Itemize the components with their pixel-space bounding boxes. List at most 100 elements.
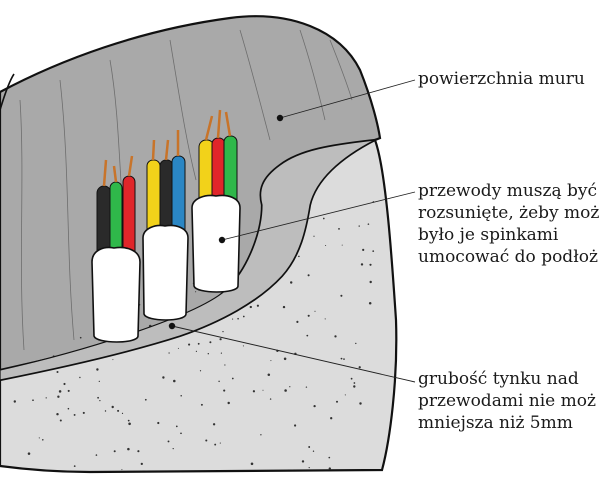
speckle bbox=[298, 255, 300, 258]
speckle bbox=[67, 389, 70, 392]
plaster-note-line-1: grubość tynku nad bbox=[418, 369, 579, 389]
speckle bbox=[56, 370, 59, 374]
speckle bbox=[313, 404, 316, 408]
speckle bbox=[42, 439, 44, 441]
speckle bbox=[99, 399, 101, 402]
plaster-note-line-3: mniejsza niż 5mm bbox=[418, 413, 573, 433]
speckle bbox=[289, 281, 293, 284]
speckle bbox=[199, 370, 202, 372]
speckle bbox=[237, 317, 239, 320]
wires-note-line-1: przewody muszą być bbox=[418, 181, 597, 201]
speckle bbox=[358, 225, 360, 227]
speckle bbox=[214, 443, 217, 446]
speckle bbox=[324, 318, 326, 320]
leader-plaster-dot bbox=[168, 322, 176, 330]
speckle bbox=[296, 320, 299, 323]
speckle bbox=[242, 315, 245, 318]
speckle bbox=[218, 380, 220, 383]
speckle bbox=[368, 301, 372, 305]
speckle bbox=[289, 386, 291, 388]
speckle bbox=[262, 389, 264, 391]
speckle bbox=[73, 413, 76, 416]
speckle bbox=[369, 280, 372, 284]
speckle bbox=[341, 244, 343, 246]
speckle bbox=[219, 338, 222, 341]
wires-note-label: przewody muszą być rozsunięte, żeby moż … bbox=[418, 180, 600, 268]
speckle bbox=[305, 386, 308, 388]
channel-shadow bbox=[0, 139, 376, 381]
speckle bbox=[350, 377, 353, 380]
sheath-3 bbox=[191, 194, 241, 293]
speckle bbox=[222, 330, 224, 333]
speckle bbox=[284, 389, 287, 392]
speckle bbox=[231, 377, 234, 380]
leader-wires-dot bbox=[218, 236, 226, 244]
plaster-note-line-2: przewodami nie moż bbox=[418, 391, 596, 411]
speckle bbox=[59, 419, 62, 422]
speckle bbox=[128, 422, 131, 426]
copper-tips bbox=[204, 109, 232, 141]
speckle bbox=[372, 250, 375, 252]
speckle bbox=[340, 294, 343, 297]
speckle bbox=[308, 467, 310, 469]
speckle bbox=[205, 439, 208, 442]
speckle bbox=[367, 223, 370, 225]
speckle bbox=[224, 364, 226, 366]
speckle bbox=[358, 366, 361, 369]
speckle bbox=[306, 334, 309, 337]
speckle bbox=[144, 398, 147, 401]
speckle bbox=[13, 400, 16, 403]
leader-wall-dot bbox=[276, 114, 284, 122]
speckle bbox=[312, 450, 315, 452]
plaster-note-label: grubość tynku nad przewodami nie moż mni… bbox=[418, 368, 600, 434]
cable-bundle-3 bbox=[191, 109, 241, 293]
speckle bbox=[260, 434, 262, 436]
speckle bbox=[322, 217, 325, 220]
leader-wires bbox=[221, 191, 416, 241]
speckle bbox=[308, 446, 311, 448]
speckle bbox=[340, 357, 343, 360]
copper-tips bbox=[102, 155, 134, 187]
speckle bbox=[242, 345, 244, 347]
speckle bbox=[180, 394, 182, 397]
speckle bbox=[104, 410, 107, 412]
speckle bbox=[98, 380, 100, 383]
wall-surface-label: powierzchnia muru bbox=[418, 68, 600, 90]
speckle bbox=[27, 452, 31, 455]
speckle bbox=[334, 335, 337, 338]
speckle bbox=[301, 460, 305, 463]
speckle bbox=[328, 467, 331, 470]
speckle bbox=[188, 343, 191, 346]
speckle bbox=[95, 454, 98, 456]
speckle bbox=[227, 401, 230, 405]
speckle bbox=[63, 382, 66, 386]
speckle bbox=[219, 442, 221, 444]
speckle bbox=[328, 456, 331, 459]
speckle bbox=[353, 382, 356, 384]
speckle bbox=[67, 407, 70, 410]
speckle bbox=[338, 228, 340, 230]
speckle bbox=[207, 353, 209, 355]
speckle bbox=[180, 432, 182, 435]
cable-bundle-2 bbox=[142, 130, 189, 321]
speckle bbox=[282, 305, 286, 309]
wall-edge-stroke bbox=[0, 73, 15, 111]
speckle bbox=[362, 248, 365, 251]
speckle bbox=[127, 447, 130, 451]
speckle bbox=[195, 291, 197, 293]
speckle bbox=[283, 357, 287, 361]
sheath-2 bbox=[142, 224, 189, 321]
speckle bbox=[335, 400, 339, 403]
speckle bbox=[79, 376, 81, 379]
speckle bbox=[359, 402, 362, 405]
speckle bbox=[344, 394, 346, 396]
speckle bbox=[73, 465, 76, 467]
speckle bbox=[307, 274, 310, 277]
speckle bbox=[32, 399, 34, 402]
speckle bbox=[249, 305, 252, 309]
speckle bbox=[360, 263, 364, 266]
speckle bbox=[172, 447, 174, 450]
speckle bbox=[177, 347, 179, 349]
speckle bbox=[168, 352, 170, 354]
speckle bbox=[195, 350, 197, 352]
